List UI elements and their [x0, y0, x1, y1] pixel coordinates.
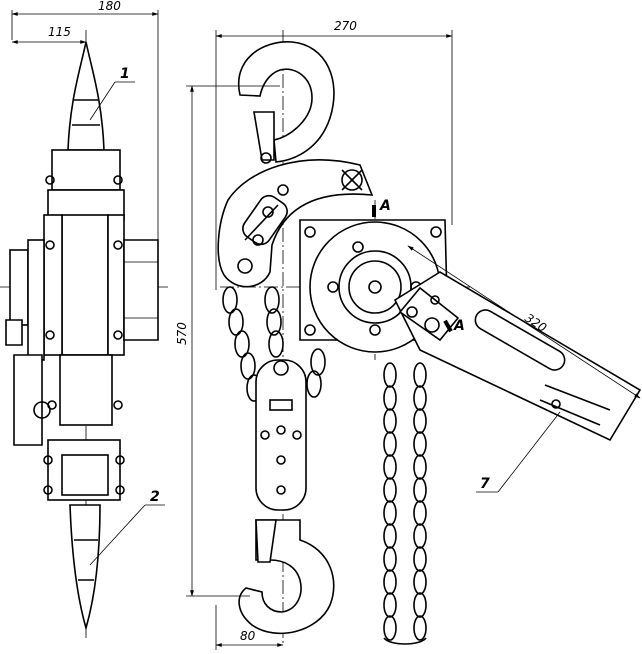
section-mark-lower-label: A [453, 318, 465, 334]
lever-handle: A [393, 271, 642, 442]
section-mark-upper: A [372, 198, 391, 217]
side-view: 180 115 1 2 [0, 0, 170, 640]
callout-7-label: 7 [480, 476, 490, 492]
dimension-180-label: 180 [98, 0, 121, 13]
section-mark-upper-label: A [379, 198, 391, 214]
dimension-80: 80 [215, 605, 284, 650]
front-view: A A 320 [175, 19, 642, 650]
callout-1: 1 [89, 66, 135, 121]
dimension-570: 570 [175, 85, 280, 597]
top-hook-front [237, 41, 335, 164]
callout-2: 2 [89, 489, 165, 566]
hand-chain [383, 362, 427, 645]
callout-1-label: 1 [120, 66, 130, 82]
dimension-270-label: 270 [334, 19, 357, 33]
dimension-180: 180 [11, 0, 159, 250]
callout-2-label: 2 [150, 489, 160, 505]
lower-block-side [43, 354, 125, 501]
dimension-115: 115 [11, 25, 87, 44]
lower-block-front [255, 359, 307, 511]
housing-side [5, 149, 159, 446]
bottom-hook-front [238, 519, 335, 635]
top-hook-side [67, 41, 105, 151]
side-plate-arm [217, 159, 374, 288]
callout-7: 7 [476, 411, 561, 493]
dimension-115-label: 115 [48, 25, 71, 39]
dimension-80-label: 80 [240, 629, 256, 643]
bottom-hook-side [69, 504, 101, 631]
load-chain-left [222, 286, 326, 402]
dimension-270: 270 [215, 19, 453, 290]
dimension-570-label: 570 [175, 322, 189, 345]
